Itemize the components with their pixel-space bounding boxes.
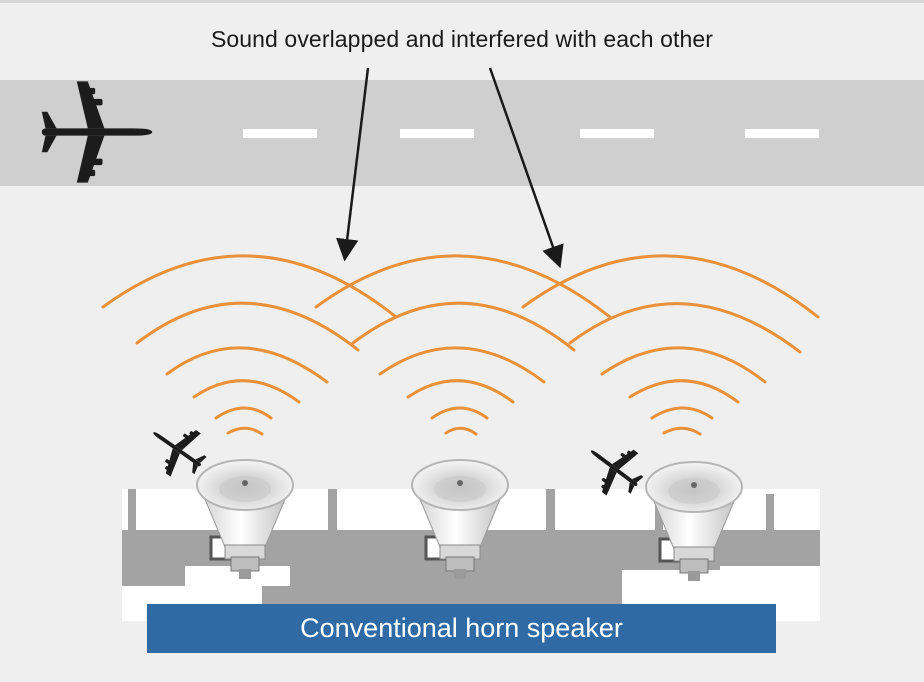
caption: Sound overlapped and interfered with eac… <box>210 26 714 52</box>
sound-wave-group-right <box>521 254 820 436</box>
speaker-label: Conventional horn speaker <box>147 604 776 653</box>
sound-waves <box>101 254 820 436</box>
frame-border <box>0 0 924 3</box>
sound-wave-group-middle <box>314 254 612 436</box>
arrow-icon <box>336 67 370 262</box>
sound-wave-group-left <box>101 254 398 436</box>
runway-markings <box>243 129 819 138</box>
arrow-icon <box>488 67 564 269</box>
speaker-label-text: Conventional horn speaker <box>300 613 623 643</box>
